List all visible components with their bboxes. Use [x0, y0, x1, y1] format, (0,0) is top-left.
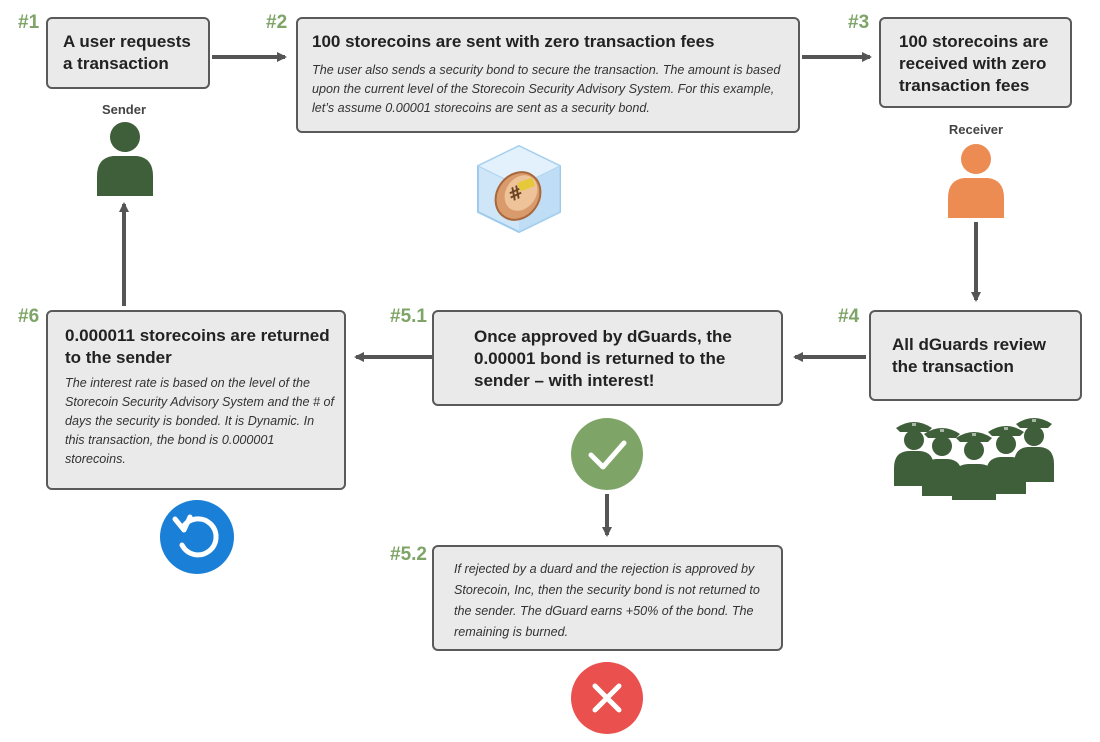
step-5-2-label: #5.2	[390, 544, 427, 565]
step-1-title: A user requests a transaction	[63, 32, 191, 73]
step-3-title: 100 storecoins are received with zero tr…	[899, 32, 1049, 95]
sender-label: Sender	[101, 102, 147, 117]
step-2-description: The user also sends a security bond to s…	[312, 63, 781, 115]
step-1-box: A user requests a transaction	[46, 17, 210, 89]
step-6-box: 0.000011 storecoins are returned to the …	[46, 310, 346, 490]
x-icon	[571, 662, 643, 734]
step-5-1-label: #5.1	[390, 306, 427, 327]
step-3-box: 100 storecoins are received with zero tr…	[879, 17, 1072, 108]
step-2-title: 100 storecoins are sent with zero transa…	[312, 32, 715, 51]
step-6-title: 0.000011 storecoins are returned to the …	[65, 326, 330, 367]
step-6-label: #6	[18, 306, 40, 327]
step-6-description: The interest rate is based on the level …	[65, 376, 335, 466]
step-2-box: 100 storecoins are sent with zero transa…	[296, 17, 800, 133]
step-5-2-description: If rejected by a duard and the rejection…	[454, 562, 760, 639]
checkmark-icon	[571, 418, 643, 490]
step-1-label: #1	[18, 12, 40, 33]
step-4-box: All dGuards review the transaction	[869, 310, 1082, 401]
guards-group-icon	[894, 418, 1054, 500]
step-5-2-box: If rejected by a duard and the rejection…	[432, 545, 783, 651]
refresh-icon	[160, 500, 234, 574]
step-3-label: #3	[848, 12, 870, 33]
step-2-label: #2	[266, 12, 288, 33]
receiver-person-icon	[948, 144, 1004, 218]
sender-person-icon	[97, 122, 153, 196]
coin-cube-icon: #	[476, 144, 562, 234]
step-4-label: #4	[838, 306, 860, 327]
step-5-1-box: Once approved by dGuards, the 0.00001 bo…	[432, 310, 783, 406]
step-5-1-title: Once approved by dGuards, the 0.00001 bo…	[474, 327, 732, 390]
step-4-title: All dGuards review the transaction	[892, 335, 1046, 376]
receiver-label: Receiver	[948, 122, 1004, 137]
